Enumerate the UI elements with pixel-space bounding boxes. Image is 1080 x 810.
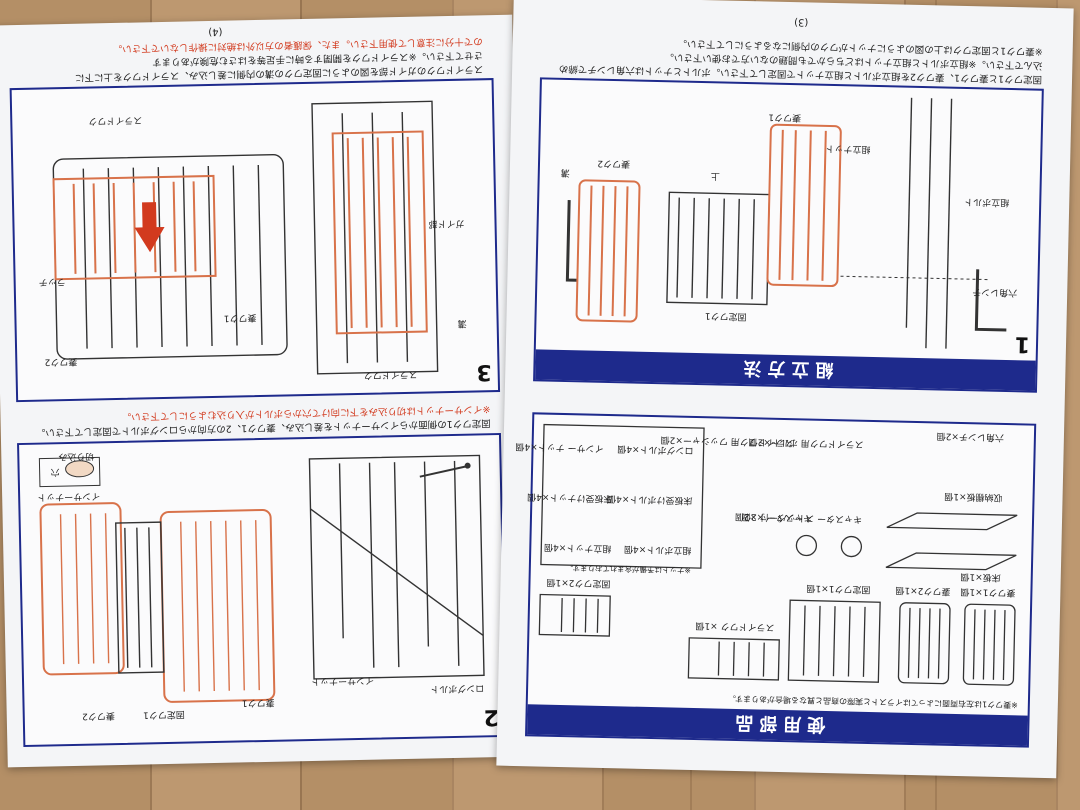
part-floor-board: 床板×1個 (960, 571, 1001, 582)
parts-panel: 使用部品 ※妻ワク1は左右両面によってはイラストと実際の商品と異なる場合がありま… (515, 412, 1037, 748)
instruction-sheet-right: 使用部品 ※妻ワク1は左右両面によってはイラストと実際の商品と異なる場合がありま… (496, 0, 1074, 779)
part-slide-frame: スライドワク ×1個 (695, 620, 775, 632)
label-fixed-frame1: 固定ワク1 (142, 708, 185, 720)
label-hex-wrench: 六角レンチ (972, 286, 1018, 298)
part-assembly-nut: 組立ナット×4個 (543, 541, 612, 554)
label-hole: 穴 (50, 466, 60, 477)
instruction-sheet-left: 2 (0, 14, 528, 768)
label-frame2: 妻ワク2 (597, 157, 631, 169)
step3-illustration (52, 100, 439, 375)
label-guide: ガイド部 (428, 217, 465, 229)
label-frame1: 妻ワク1 (241, 696, 275, 708)
parts-illustration (538, 423, 1018, 686)
step1-panel: 組立方法 1 (533, 77, 1044, 393)
part-fixed-frame1: 固定ワク1×1個 (806, 582, 871, 594)
part-floor-nut: 床板受けナット×4個 (527, 491, 613, 504)
part-caster: キャスター ×2個 (741, 511, 813, 523)
part-fixed-frame2: 固定ワク2×1個 (546, 576, 611, 589)
label-frame1: 妻ワク1 (223, 312, 257, 323)
step2-illustration (38, 454, 485, 703)
label-frame1: 妻ワク1 (768, 111, 802, 123)
label-upper: 上 (710, 170, 720, 181)
label-slide-frame-top: スライドワク (363, 368, 418, 380)
label-frame2: 妻ワク2 (81, 710, 115, 721)
label-latch: ラッチ (38, 276, 66, 287)
label-long-bolt: ロングボルト (430, 682, 485, 694)
part-assembly-bolt: 組立ボルト×4個 (623, 543, 692, 555)
label-groove: 溝 (457, 317, 467, 328)
label-assembly-nut: 組立ナット (825, 142, 871, 154)
part-floor-bolt: 床板受けボルト×4個 (607, 492, 693, 505)
part-frame1: 妻ワク1×1個 (960, 586, 1016, 598)
page-number-3: (3) (793, 16, 809, 28)
label-insert-nut-detail: インサーナット (37, 490, 101, 502)
part-storage-board: 収納棚板×1個 (944, 490, 1003, 502)
label-assembly-bolt: 組立ボルト (964, 196, 1010, 208)
label-frame2: 妻ワク2 (44, 355, 78, 367)
label-insert-nut: インサーナット (310, 674, 375, 686)
part-insert-nut: インサー ナット×4個 (515, 440, 604, 453)
part-frame2: 妻ワク2×1個 (895, 584, 951, 596)
label-groove: 溝 (560, 166, 570, 178)
step3-panel: 3 (9, 78, 501, 403)
label-slide-frame-bottom: スライドワク (88, 114, 143, 126)
step1-illustration (565, 97, 1007, 349)
part-long-bolt: ロングボルト×4個 (617, 443, 694, 455)
page-number-4: (4) (208, 25, 223, 38)
label-fixed-frame1: 固定ワク1 (704, 310, 747, 322)
label-cut: 切り込み (58, 450, 95, 462)
step2-panel: 2 (17, 432, 508, 748)
part-hex-wrench: 六角レンチ×2個 (936, 430, 1005, 442)
